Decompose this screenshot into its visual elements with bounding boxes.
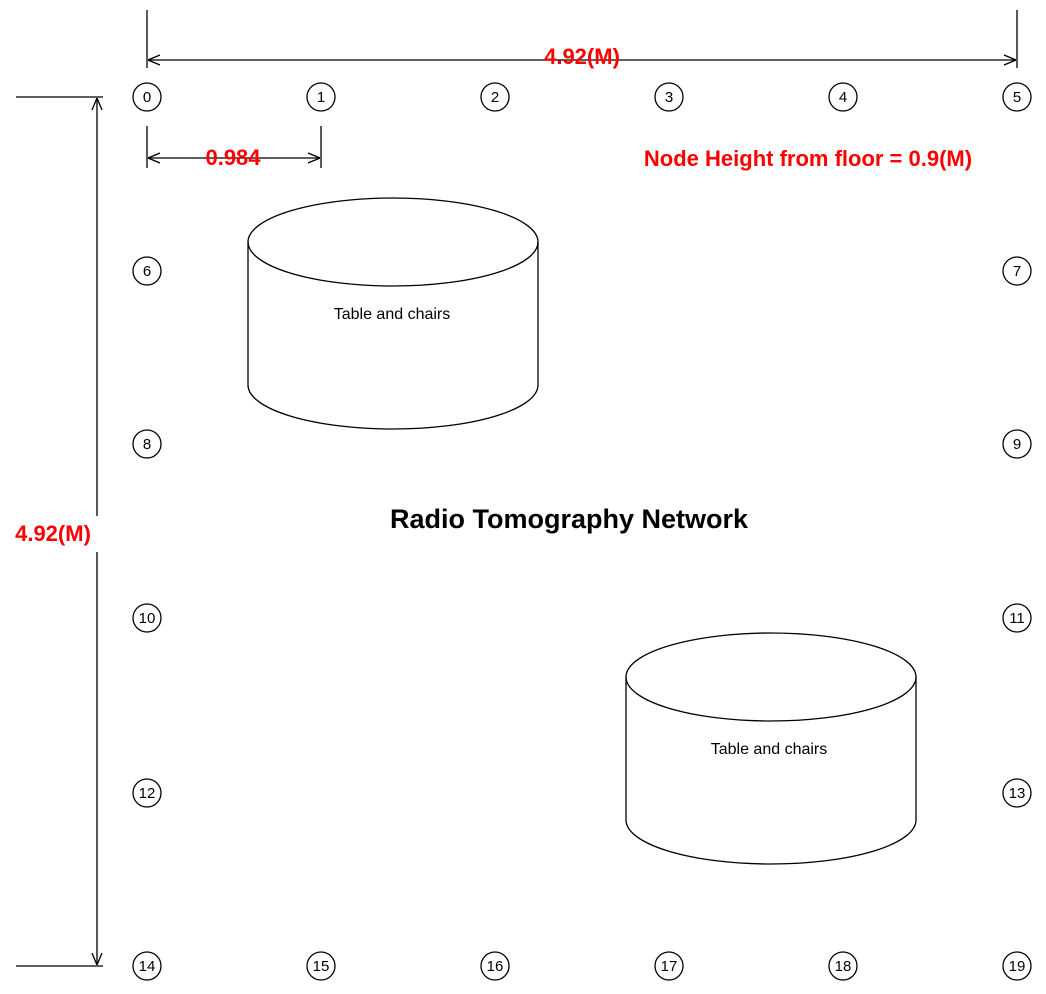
node-label: 17 xyxy=(661,958,678,975)
obstacle-2-top xyxy=(625,632,917,722)
node-18: 18 xyxy=(828,951,858,981)
node-2: 2 xyxy=(480,82,510,112)
obstacle-table-2: Table and chairs xyxy=(625,632,917,865)
height-dimension: 4.92(M) xyxy=(4,96,104,967)
node-label: 10 xyxy=(139,610,156,627)
node-13: 13 xyxy=(1002,778,1032,808)
node-label: 15 xyxy=(313,958,330,975)
node-label: 3 xyxy=(665,89,673,106)
node-12: 12 xyxy=(132,778,162,808)
node-label: 1 xyxy=(317,89,325,106)
node-label: 6 xyxy=(143,263,151,280)
node-label: 4 xyxy=(839,89,847,106)
node-label: 13 xyxy=(1009,785,1026,802)
node-label: 5 xyxy=(1013,89,1021,106)
node-6: 6 xyxy=(132,256,162,286)
spacing-dim-label: 0.984 xyxy=(205,145,261,170)
node-label: 12 xyxy=(139,785,156,802)
obstacle-1-top xyxy=(247,197,539,287)
node-9: 9 xyxy=(1002,429,1032,459)
node-group: 0 1 2 3 4 5 6 7 8 9 10 11 12 13 14 15 16… xyxy=(132,82,1032,981)
node-5: 5 xyxy=(1002,82,1032,112)
node-label: 0 xyxy=(143,89,151,106)
node-label: 9 xyxy=(1013,436,1021,453)
node-label: 2 xyxy=(491,89,499,106)
obstacle-1-label: Table and chairs xyxy=(334,306,451,323)
width-dim-label: 4.92(M) xyxy=(544,44,620,69)
node-label: 19 xyxy=(1009,958,1026,975)
width-dimension: 4.92(M) xyxy=(146,10,1018,69)
node-4: 4 xyxy=(828,82,858,112)
node-10: 10 xyxy=(132,603,162,633)
obstacle-2-body xyxy=(625,677,917,865)
node-14: 14 xyxy=(132,951,162,981)
node-height-note: Node Height from floor = 0.9(M) xyxy=(644,146,972,171)
node-1: 1 xyxy=(306,82,336,112)
spacing-dimension: 0.984 xyxy=(146,126,322,170)
node-label: 11 xyxy=(1009,610,1025,627)
node-label: 14 xyxy=(139,958,156,975)
height-dim-label: 4.92(M) xyxy=(15,521,91,546)
node-label: 7 xyxy=(1013,263,1021,280)
node-16: 16 xyxy=(480,951,510,981)
height-dim-label-bg xyxy=(4,516,104,552)
node-8: 8 xyxy=(132,429,162,459)
node-label: 18 xyxy=(835,958,852,975)
node-0: 0 xyxy=(132,82,162,112)
obstacle-2-label: Table and chairs xyxy=(711,741,828,758)
node-17: 17 xyxy=(654,951,684,981)
node-11: 11 xyxy=(1002,603,1032,633)
node-7: 7 xyxy=(1002,256,1032,286)
node-label: 16 xyxy=(487,958,504,975)
diagram-title: Radio Tomography Network xyxy=(390,504,749,534)
node-3: 3 xyxy=(654,82,684,112)
node-15: 15 xyxy=(306,951,336,981)
obstacle-1-body xyxy=(247,242,539,430)
node-19: 19 xyxy=(1002,951,1032,981)
node-label: 8 xyxy=(143,436,151,453)
obstacle-table-1: Table and chairs xyxy=(247,197,539,430)
